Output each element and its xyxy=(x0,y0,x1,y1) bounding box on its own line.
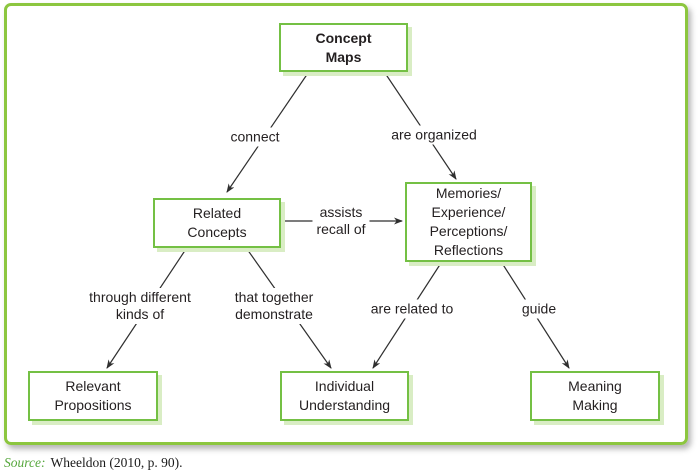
node-concept-maps: Concept Maps xyxy=(279,23,408,72)
edge-label-are-related-to: are related to xyxy=(366,299,458,319)
node-individual-understanding: Individual Understanding xyxy=(280,371,409,421)
edge-label-guide: guide xyxy=(517,299,561,319)
source-prefix: Source: xyxy=(4,455,46,470)
edge-label-that-together-demonstrate: that together demonstrate xyxy=(230,288,318,324)
edge-label-assists-recall-of: assists recall of xyxy=(312,203,370,239)
source-text: Wheeldon (2010, p. 90). xyxy=(50,455,183,470)
node-memories-experience-perceptions-reflections: Memories/ Experience/ Perceptions/ Refle… xyxy=(405,182,532,262)
source-caption: Source: Wheeldon (2010, p. 90). xyxy=(4,455,182,471)
edge-label-through-different-kinds-of: through different kinds of xyxy=(85,288,195,324)
node-related-concepts: Related Concepts xyxy=(153,198,281,248)
edge-label-are-organized: are organized xyxy=(387,125,481,145)
edge-label-connect: connect xyxy=(226,127,284,147)
figure-frame xyxy=(4,3,688,445)
node-relevant-propositions: Relevant Propositions xyxy=(28,371,158,421)
node-meaning-making: Meaning Making xyxy=(530,371,660,421)
